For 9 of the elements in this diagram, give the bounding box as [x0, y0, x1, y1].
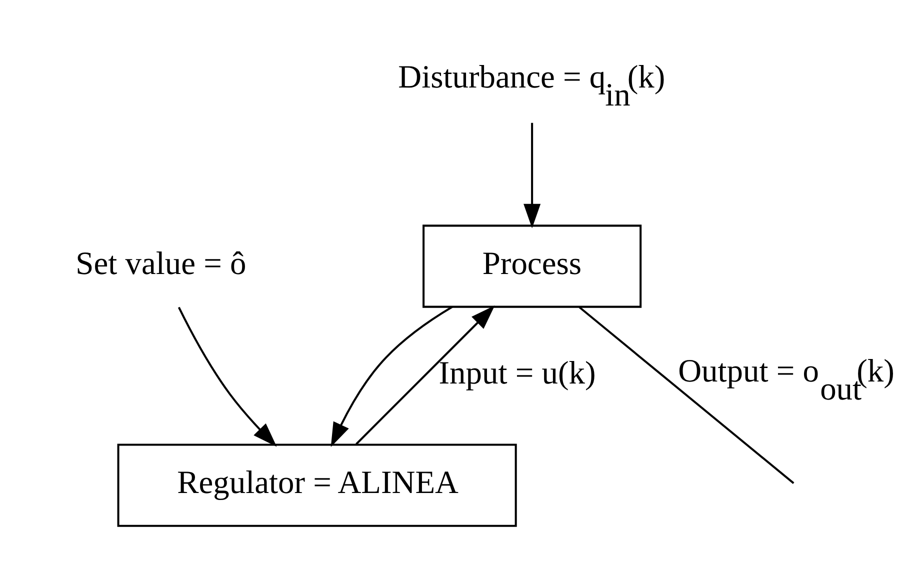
arrow [330, 306, 453, 446]
arrow [524, 122, 541, 228]
node-text: Set value = ô [76, 245, 246, 282]
arrow [356, 305, 495, 444]
edge-label: Input = u(k) [438, 354, 596, 391]
connector [578, 306, 794, 484]
arrow [178, 306, 277, 446]
node-box: Regulator = ALINEA [117, 443, 517, 526]
node-box: Process [422, 224, 642, 308]
